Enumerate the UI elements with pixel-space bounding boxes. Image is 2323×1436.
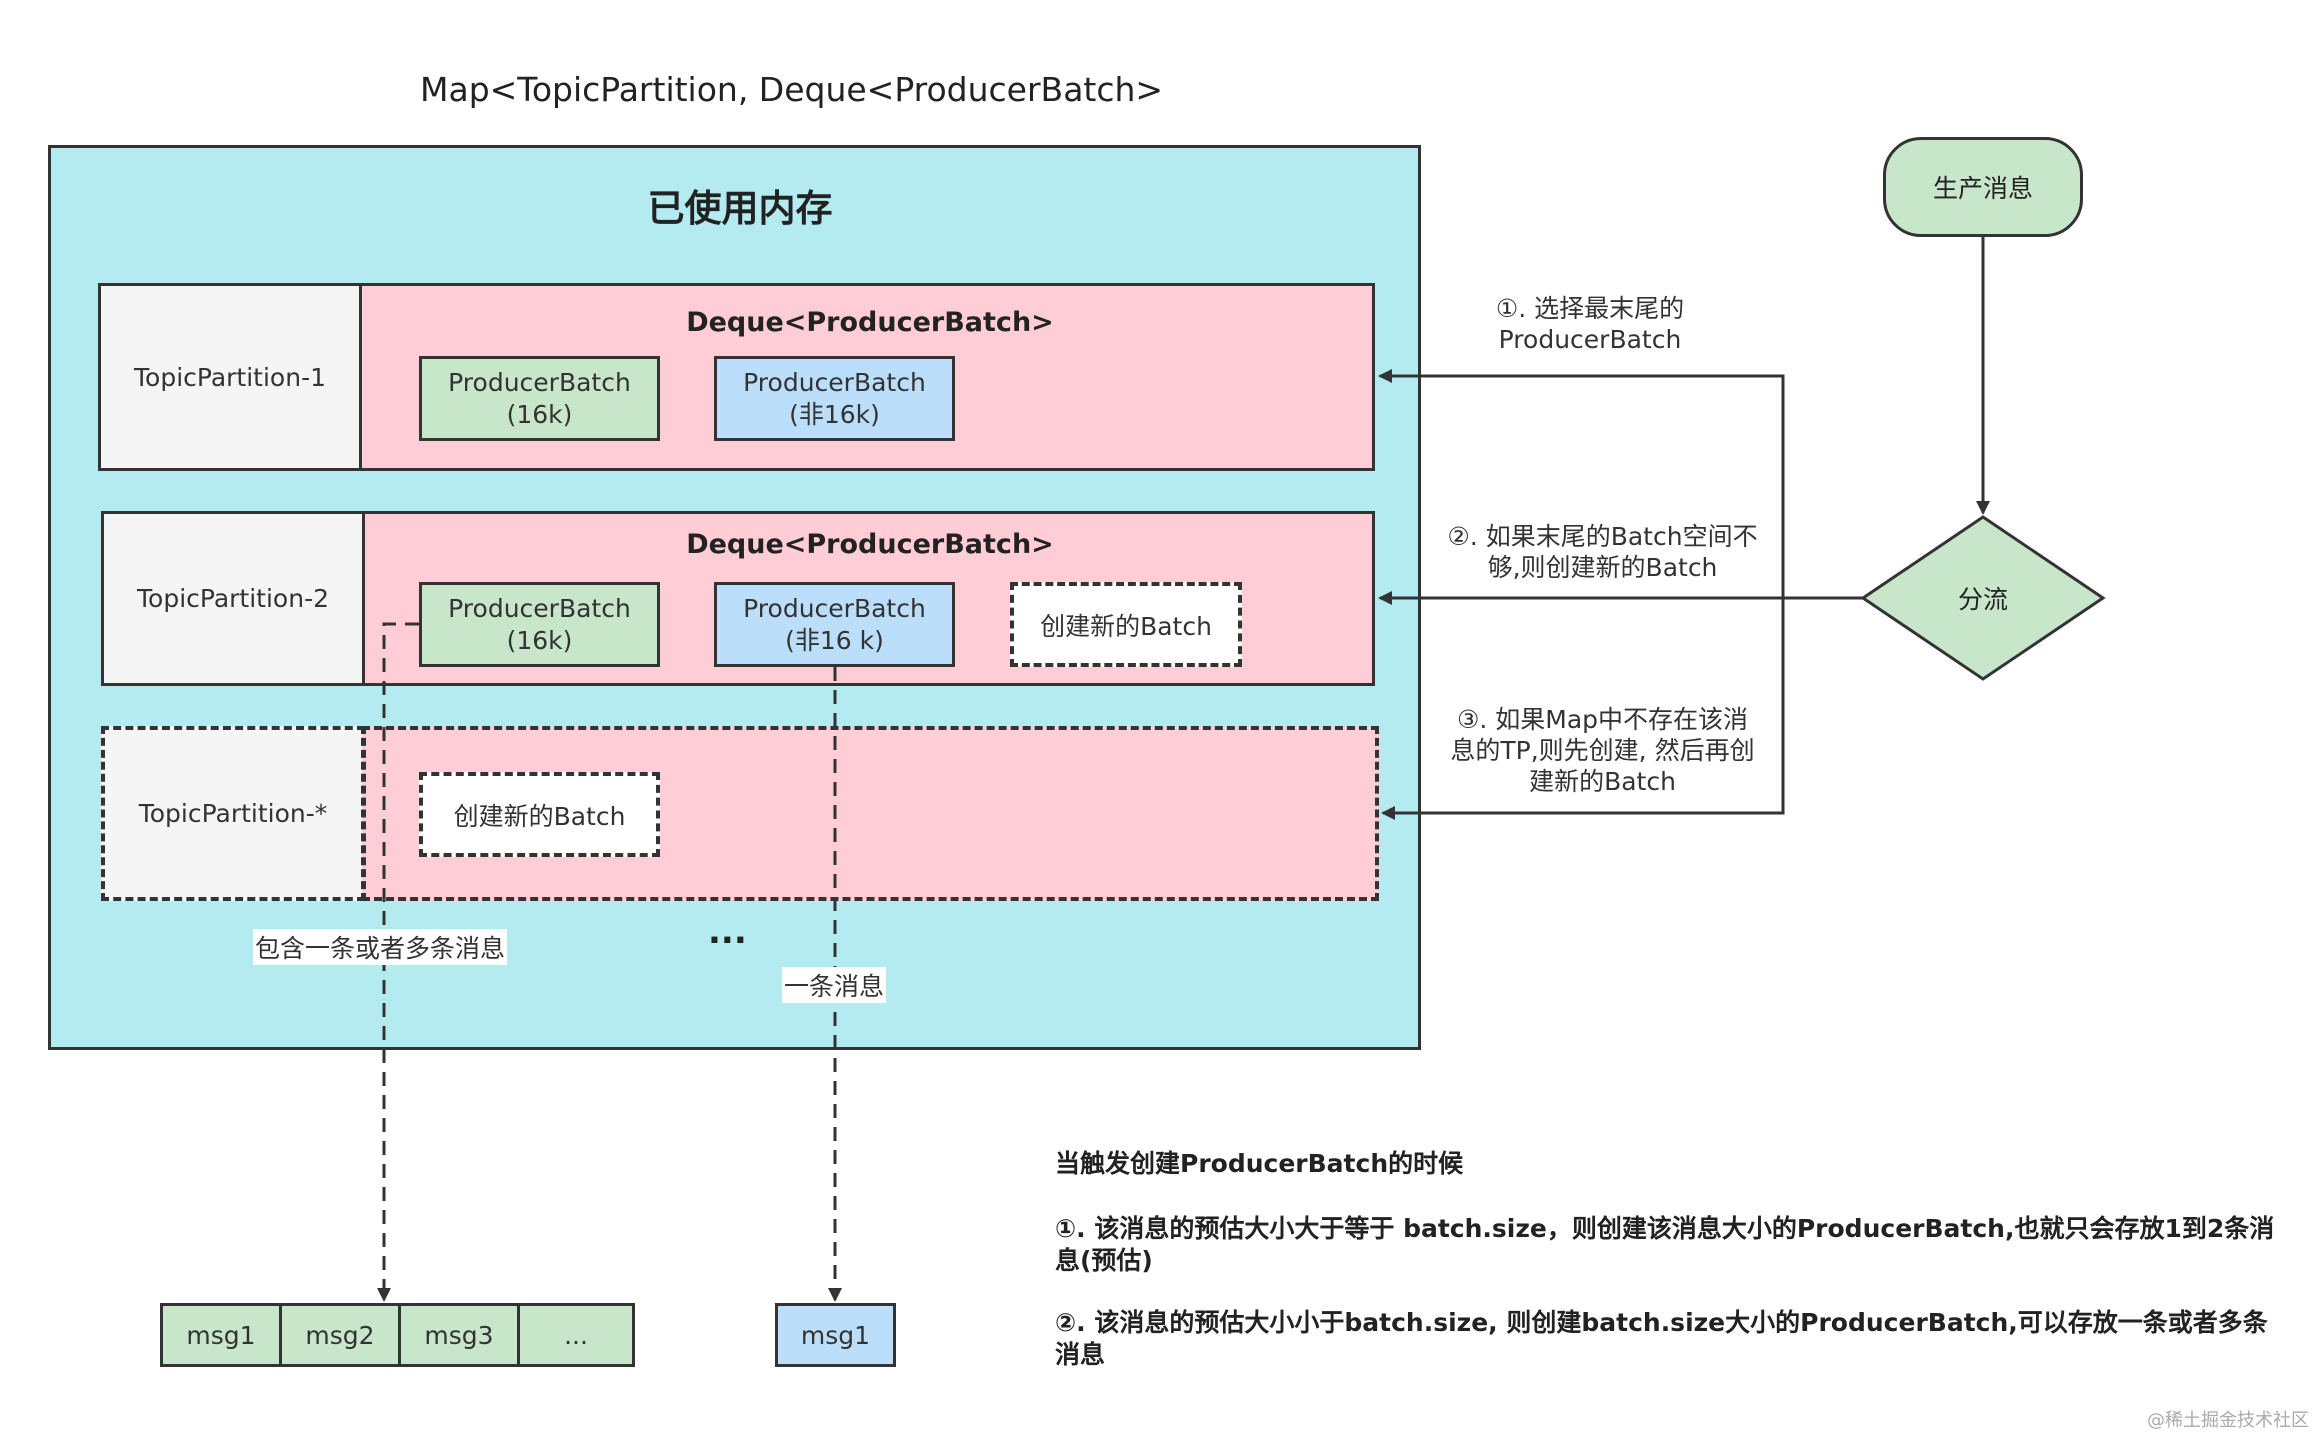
message-cell-single: msg1 (775, 1303, 896, 1367)
step-3-line: ③. 如果Map中不存在该消 (1456, 705, 1749, 734)
message-cell: msg2 (279, 1303, 401, 1367)
batch-size: (非16k) (789, 399, 880, 429)
multi-message-label: 包含一条或者多条消息 (253, 929, 508, 965)
message-cell: ... (517, 1303, 635, 1367)
new-batch-box: 创建新的Batch (419, 772, 660, 857)
single-message-label: 一条消息 (782, 967, 887, 1003)
produce-message-node: 生产消息 (1883, 137, 2083, 237)
memory-title: 已使用内存 (647, 187, 833, 230)
new-batch-box: 创建新的Batch (1010, 582, 1242, 667)
step-2-line: ②. 如果末尾的Batch空间不 (1447, 522, 1758, 551)
ellipsis: ... (708, 912, 747, 952)
step-3-note: ③. 如果Map中不存在该消 息的TP,则先创建, 然后再创 建新的Batch (1425, 704, 1780, 797)
step-1-line: ①. 选择最末尾的 (1495, 294, 1685, 323)
producer-batch: ProducerBatch (16k) (419, 582, 660, 667)
explanation-point-1: ①. 该消息的预估大小大于等于 batch.size，则创建该消息大小的Prod… (1055, 1214, 2275, 1275)
decision-diamond (1860, 515, 2106, 681)
batch-size: (16k) (506, 625, 573, 655)
step-3-line: 息的TP,则先创建, 然后再创 (1450, 736, 1755, 765)
split-decision-label: 分流 (1957, 585, 2008, 614)
batch-size: (非16 k) (785, 625, 884, 655)
watermark: @稀土掘金技术社区 (2147, 1410, 2309, 1431)
message-cell: msg1 (160, 1303, 282, 1367)
batch-name: ProducerBatch (743, 593, 926, 623)
deque-2-label: Deque<ProducerBatch> (686, 529, 1054, 560)
batch-name: ProducerBatch (448, 593, 631, 623)
step-3-line: 建新的Batch (1529, 767, 1676, 796)
batch-name: ProducerBatch (448, 367, 631, 397)
batch-size: (16k) (506, 399, 573, 429)
map-title: Map<TopicPartition, Deque<ProducerBatch> (420, 70, 1164, 109)
batch-name: ProducerBatch (743, 367, 926, 397)
step-1-line: ProducerBatch (1498, 325, 1682, 354)
producer-batch: ProducerBatch (16k) (419, 356, 660, 441)
step-1-note: ①. 选择最末尾的 ProducerBatch (1440, 293, 1740, 355)
producer-batch: ProducerBatch (非16 k) (714, 582, 955, 667)
explanation-heading: 当触发创建ProducerBatch的时候 (1055, 1149, 1464, 1178)
topic-partition-2: TopicPartition-2 (101, 511, 365, 686)
message-cell: msg3 (398, 1303, 520, 1367)
step-2-note: ②. 如果末尾的Batch空间不 够,则创建新的Batch (1425, 521, 1780, 583)
explanation-point-2: ②. 该消息的预估大小小于batch.size, 则创建batch.size大小… (1055, 1308, 2268, 1369)
step-2-line: 够,则创建新的Batch (1487, 553, 1718, 582)
deque-1-label: Deque<ProducerBatch> (686, 307, 1054, 338)
producer-batch: ProducerBatch (非16k) (714, 356, 955, 441)
